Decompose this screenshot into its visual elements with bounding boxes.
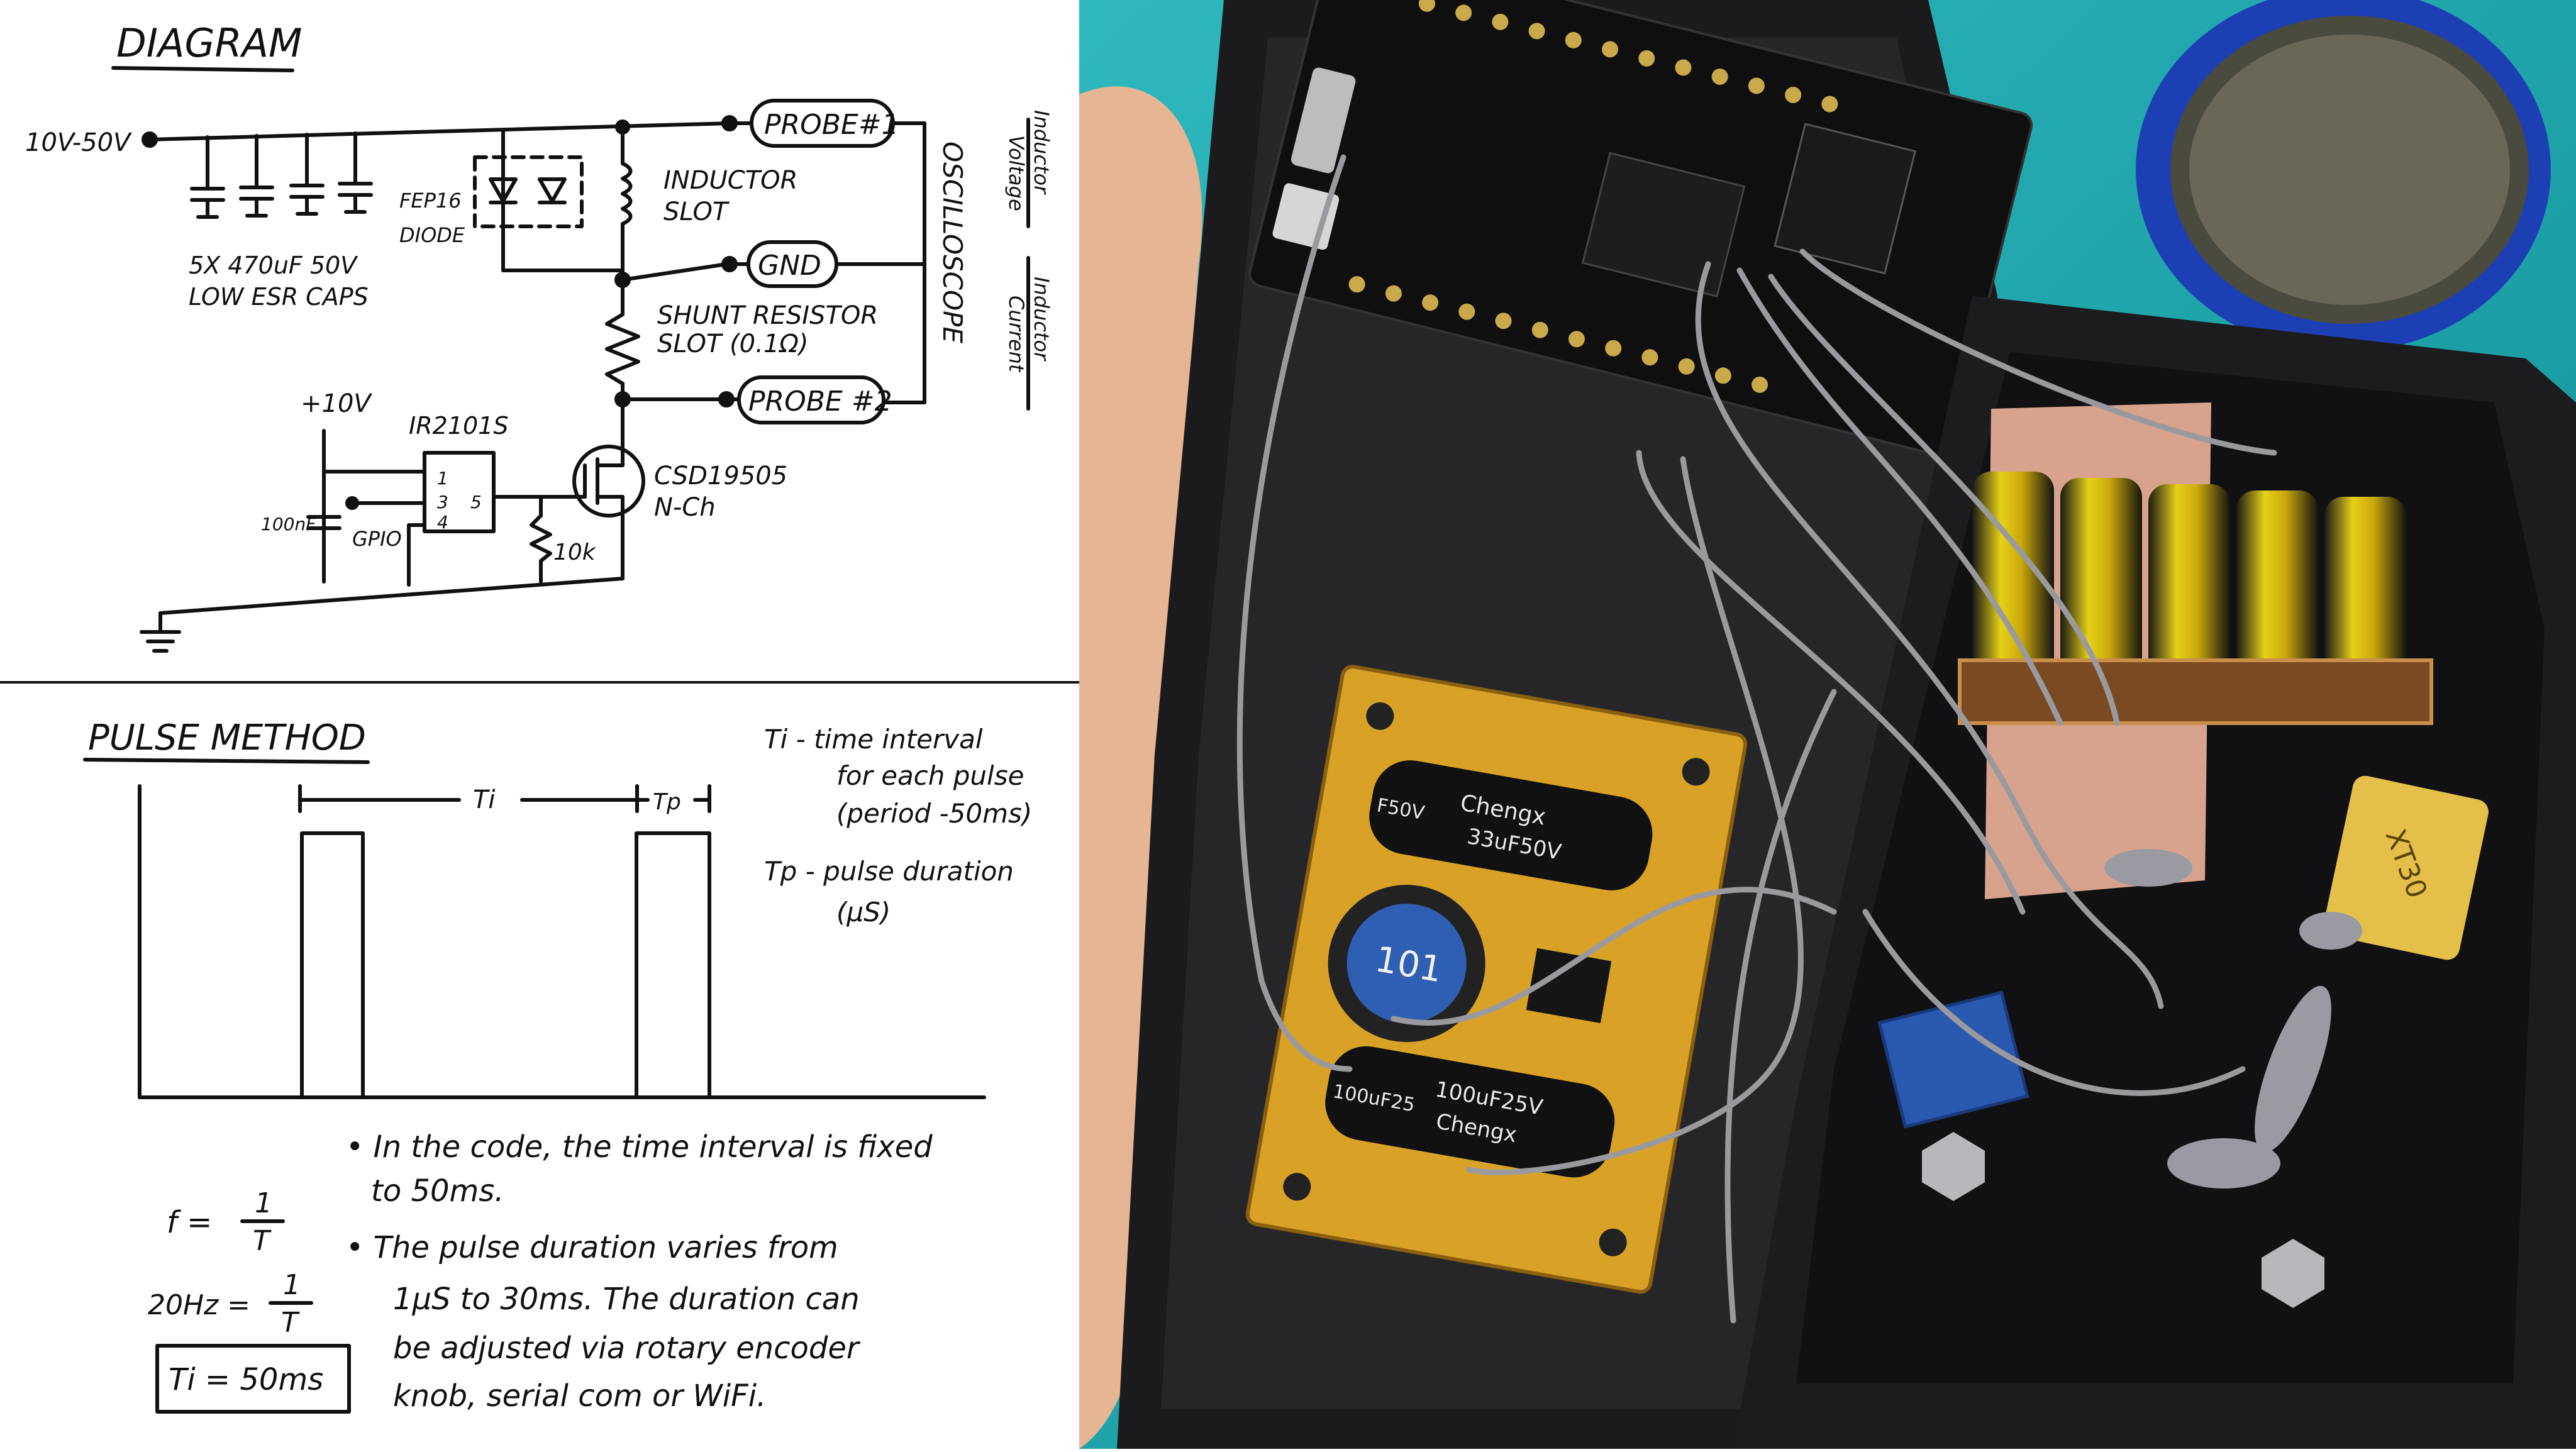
solder-joints bbox=[2104, 849, 2362, 1189]
bullet2-line1: • The pulse duration varies from bbox=[346, 1230, 838, 1265]
capacitor-bank bbox=[1958, 472, 2433, 725]
inductor-voltage-1: Inductor bbox=[1030, 110, 1053, 195]
shunt-label-1: SHUNT RESISTOR bbox=[657, 301, 878, 330]
pin-1: 1 bbox=[437, 468, 448, 489]
formula-ti: Ti = 50ms bbox=[169, 1362, 323, 1397]
esp-board bbox=[1248, 0, 2033, 457]
device-photo-drawing: Chengx 33uF50V F50V 101 100uF25V Chengx … bbox=[1079, 0, 2576, 1449]
caps-label-1: 5X 470uF 50V bbox=[189, 252, 358, 279]
inductor-label-2: SLOT bbox=[663, 197, 730, 226]
pin-4: 4 bbox=[437, 512, 448, 533]
gnd-label: GND bbox=[758, 250, 821, 282]
probe2-label: PROBE #2 bbox=[748, 385, 892, 418]
bullet2-line4: knob, serial com or WiFi. bbox=[393, 1378, 766, 1414]
ti-marker: Ti bbox=[473, 785, 496, 814]
device-photo: Chengx 33uF50V F50V 101 100uF25V Chengx … bbox=[1079, 0, 2576, 1449]
ti-def-1: Ti - time interval bbox=[764, 724, 983, 755]
inductor-voltage-2: Voltage bbox=[1004, 135, 1028, 211]
xt-connector: XT30 bbox=[2324, 775, 2489, 960]
ti-def-2: for each pulse bbox=[836, 760, 1024, 791]
hex-nut bbox=[2262, 1239, 2324, 1308]
formula-f: f = bbox=[167, 1205, 212, 1240]
tp-def-2: (μS) bbox=[836, 897, 891, 928]
wires bbox=[1236, 154, 2277, 1324]
diode-label-2: DIODE bbox=[399, 223, 465, 247]
pin-5: 5 bbox=[470, 492, 482, 513]
schematic-drawing: DIAGRAM 10V-50V 5X 470uF 50V LOW ESR CAP… bbox=[0, 20, 1080, 1414]
schematic-panel: DIAGRAM 10V-50V 5X 470uF 50V LOW ESR CAP… bbox=[0, 0, 1080, 1449]
mosfet-label-1: CSD19505 bbox=[654, 462, 787, 490]
oscilloscope-label: OSCILLOSCOPE bbox=[937, 141, 968, 343]
formula-den-2: T bbox=[281, 1307, 300, 1339]
pulse-title: PULSE METHOD bbox=[88, 718, 366, 758]
diode-label-1: FEP16 bbox=[399, 189, 462, 213]
tp-marker: Tp bbox=[653, 789, 681, 815]
mosfet-label-2: N-Ch bbox=[654, 493, 716, 522]
supply-label: 10V-50V bbox=[25, 128, 132, 157]
gpio-label: GPIO bbox=[352, 527, 402, 551]
diagram-title: DIAGRAM bbox=[116, 20, 302, 66]
bullet2-line2: 1μS to 30ms. The duration can bbox=[393, 1282, 860, 1317]
inductor-current-2: Current bbox=[1004, 296, 1028, 373]
bullet1-line2: to 50ms. bbox=[371, 1173, 504, 1209]
caps-label-2: LOW ESR CAPS bbox=[189, 283, 369, 311]
formula-num-1: 1 bbox=[255, 1187, 272, 1219]
shunt-label-2: SLOT (0.1Ω) bbox=[657, 330, 808, 358]
resistor-10k-label: 10k bbox=[553, 540, 597, 565]
ti-def-3: (period -50ms) bbox=[836, 798, 1032, 829]
formula-hz: 20Hz = bbox=[148, 1289, 250, 1321]
driver-supply-label: +10V bbox=[301, 389, 372, 418]
formula-num-2: 1 bbox=[283, 1269, 301, 1301]
boost-module: Chengx 33uF50V F50V 101 100uF25V Chengx … bbox=[1245, 665, 1748, 1294]
inductor-current-1: Inductor bbox=[1030, 277, 1053, 362]
driver-ic-label: IR2101S bbox=[409, 412, 508, 440]
cap-100nf-label: 100nF bbox=[261, 514, 316, 535]
hand bbox=[1079, 86, 1202, 1449]
inductor-label-1: INDUCTOR bbox=[663, 166, 797, 195]
pin-3: 3 bbox=[437, 492, 448, 513]
bullet2-line3: be adjusted via rotary encoder bbox=[393, 1331, 861, 1366]
hex-nut bbox=[1922, 1132, 1985, 1201]
probe1-label: PROBE#1 bbox=[764, 109, 899, 141]
formula-den-1: T bbox=[253, 1225, 272, 1257]
solder-tin bbox=[2136, 0, 2551, 352]
bullet1-line1: • In the code, the time interval is fixe… bbox=[346, 1129, 933, 1165]
tp-def-1: Tp - pulse duration bbox=[764, 856, 1014, 887]
